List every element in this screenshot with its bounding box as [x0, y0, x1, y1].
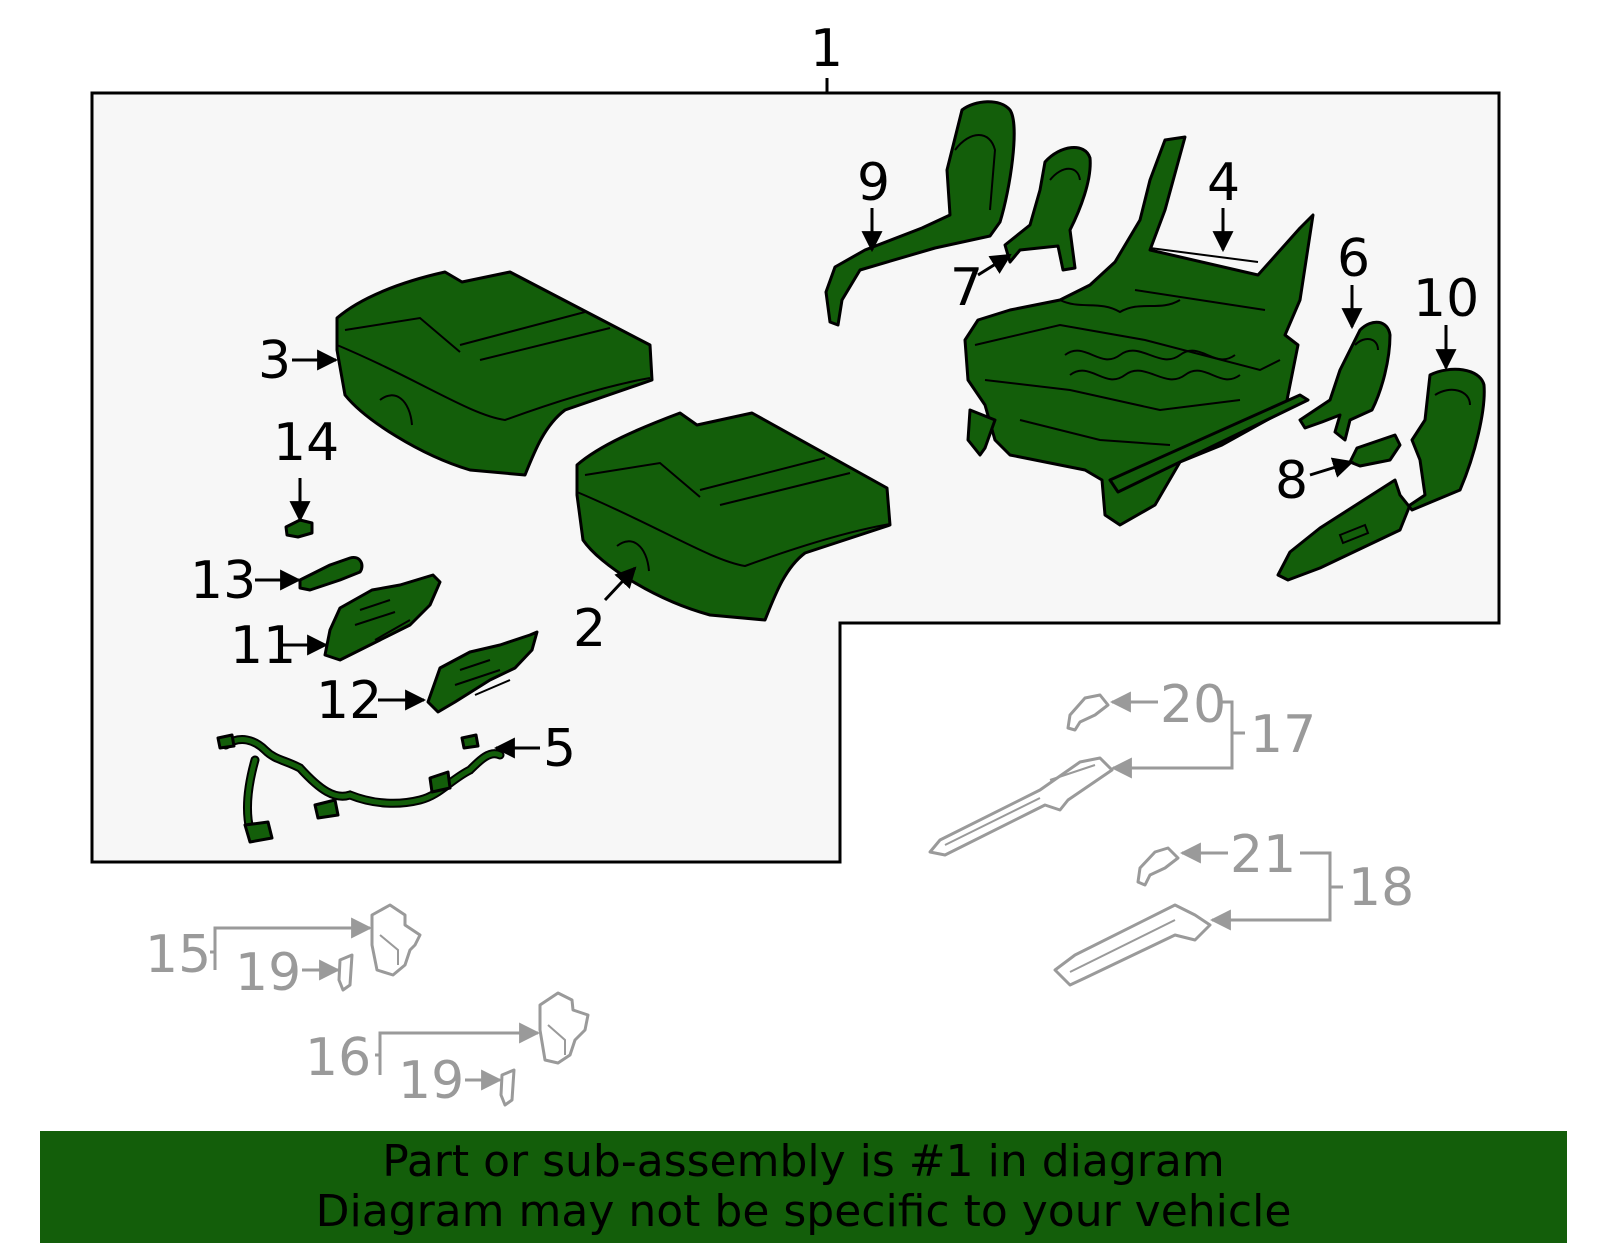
callout-6: 6 — [1337, 229, 1370, 289]
bracket-17 — [1110, 700, 1234, 779]
part-21-ghost[interactable] — [1136, 846, 1180, 887]
callout-9: 9 — [857, 153, 890, 213]
arrow-8 — [1309, 457, 1355, 478]
callout-13: 13 — [190, 551, 256, 611]
callout-16: 16 — [305, 1028, 371, 1088]
part-15-ghost-bracket[interactable] — [370, 903, 422, 977]
part-17-ghost-rail[interactable] — [928, 756, 1114, 857]
part-19b-ghost-clip[interactable] — [499, 1068, 516, 1107]
callout-14: 14 — [273, 413, 339, 473]
callout-21: 21 — [1230, 825, 1296, 885]
part-7-cover[interactable] — [1003, 145, 1092, 272]
callout-1: 1 — [810, 19, 843, 79]
callout-12: 12 — [316, 671, 382, 731]
callout-3: 3 — [258, 331, 291, 391]
callout-15: 15 — [145, 925, 211, 985]
bracket-15 — [210, 917, 373, 954]
callout-11: 11 — [230, 616, 296, 676]
callout-17: 17 — [1250, 705, 1316, 765]
part-3-seat-cushion[interactable] — [335, 270, 654, 477]
part-19a-ghost-clip[interactable] — [337, 953, 354, 992]
info-banner: Part or sub-assembly is #1 in diagram Di… — [40, 1131, 1567, 1243]
callout-10: 10 — [1413, 269, 1479, 329]
part-10-side-trim[interactable] — [1276, 367, 1486, 582]
part-12-side-shield[interactable] — [426, 630, 539, 714]
callout-7: 7 — [950, 258, 983, 318]
callout-19b: 19 — [398, 1051, 464, 1111]
callout-5: 5 — [543, 719, 576, 779]
part-20-ghost[interactable] — [1066, 693, 1110, 732]
callout-19a: 19 — [235, 943, 301, 1003]
part-13-handle[interactable] — [298, 555, 364, 592]
part-9-side-trim[interactable] — [824, 100, 1016, 327]
part-4-seat-frame[interactable] — [963, 135, 1315, 527]
arrow-7 — [977, 253, 1012, 277]
part-5-wire-harness[interactable] — [216, 733, 505, 844]
banner-line-2: Diagram may not be specific to your vehi… — [315, 1186, 1292, 1237]
callout-2: 2 — [573, 599, 606, 659]
arrow-2 — [603, 566, 637, 602]
callout-20: 20 — [1160, 675, 1226, 735]
callout-4: 4 — [1207, 153, 1240, 213]
callout-8: 8 — [1275, 451, 1308, 511]
part-16-ghost-bracket[interactable] — [538, 991, 590, 1065]
callout-18: 18 — [1348, 858, 1414, 918]
part-18-ghost-rail[interactable] — [1053, 903, 1212, 987]
bracket-16 — [375, 1022, 541, 1057]
banner-line-1: Part or sub-assembly is #1 in diagram — [382, 1136, 1225, 1187]
part-6-cover[interactable] — [1298, 320, 1392, 442]
